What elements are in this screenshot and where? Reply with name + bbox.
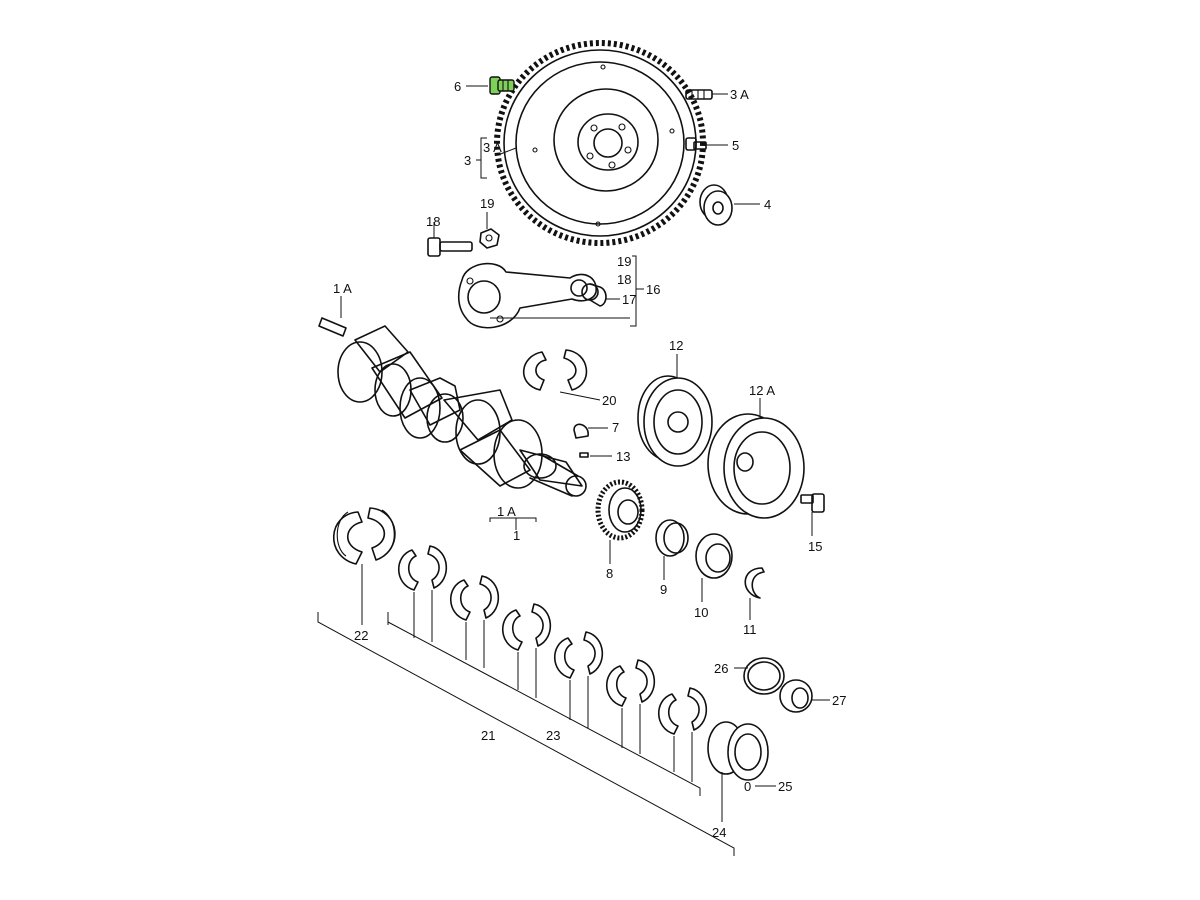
label-1: 1 <box>513 528 520 543</box>
label-3: 3 <box>464 153 471 168</box>
crankshaft-1[interactable] <box>337 325 587 497</box>
bracket-16 <box>490 255 644 327</box>
label-18: 18 <box>617 272 631 287</box>
label-15: 15 <box>808 539 822 554</box>
label-12: 12 <box>669 338 683 353</box>
label-10: 10 <box>694 605 708 620</box>
conrod-nut-19[interactable] <box>479 212 500 249</box>
flywheel[interactable] <box>494 40 706 246</box>
pulley-12a[interactable] <box>707 398 805 519</box>
dowel-pin-1a[interactable] <box>318 296 347 337</box>
label-3a-top: 3 A <box>730 87 749 102</box>
label-13: 13 <box>616 449 630 464</box>
label-16: 16 <box>646 282 660 297</box>
label-7: 7 <box>612 420 619 435</box>
pulley-12[interactable] <box>637 354 713 467</box>
label-0: 0 <box>744 779 751 794</box>
label-23: 23 <box>546 728 560 743</box>
label-12a: 12 A <box>749 383 775 398</box>
label-25: 25 <box>778 779 792 794</box>
seal-26[interactable] <box>743 657 785 695</box>
label-11: 11 <box>743 622 757 637</box>
key-13[interactable] <box>579 452 589 458</box>
ring-10[interactable] <box>695 533 733 602</box>
pulley-24[interactable] <box>707 721 769 822</box>
woodruff-key-7[interactable] <box>573 423 589 439</box>
label-8: 8 <box>606 566 613 581</box>
label-26: 26 <box>714 661 728 676</box>
label-19-top: 19 <box>480 196 494 211</box>
thrust-bearing-22[interactable] <box>332 507 396 625</box>
label-6: 6 <box>454 79 461 94</box>
label-18-top: 18 <box>426 214 440 229</box>
label-1a-top: 1 A <box>333 281 352 296</box>
bracket-21-23-24 <box>317 612 735 856</box>
label-4: 4 <box>764 197 771 212</box>
label-19: 19 <box>617 254 631 269</box>
label-1a-bottom: 1 A <box>497 504 516 519</box>
conrod-bolt-18[interactable] <box>427 222 473 257</box>
bushing-17[interactable] <box>581 283 607 307</box>
label-24: 24 <box>712 825 726 840</box>
label-9: 9 <box>660 582 667 597</box>
label-17: 17 <box>622 292 636 307</box>
bracket-3 <box>476 137 517 179</box>
bolt-15[interactable] <box>800 493 825 536</box>
label-20: 20 <box>602 393 616 408</box>
ring-11[interactable] <box>744 567 765 620</box>
label-27: 27 <box>832 693 846 708</box>
label-5: 5 <box>732 138 739 153</box>
bolt-6-highlighted[interactable] <box>489 76 515 95</box>
bracket-1 <box>489 517 537 530</box>
label-22: 22 <box>354 628 368 643</box>
ring-9[interactable] <box>655 519 689 580</box>
seal-27[interactable] <box>779 679 813 713</box>
main-bearing-shells-23[interactable] <box>387 545 708 782</box>
timing-gear-8[interactable] <box>595 479 645 564</box>
label-21: 21 <box>481 728 495 743</box>
spacer-4[interactable] <box>699 184 733 226</box>
label-3a-bracket: 3 A <box>483 140 502 155</box>
bearing-shell-20[interactable] <box>522 349 601 401</box>
